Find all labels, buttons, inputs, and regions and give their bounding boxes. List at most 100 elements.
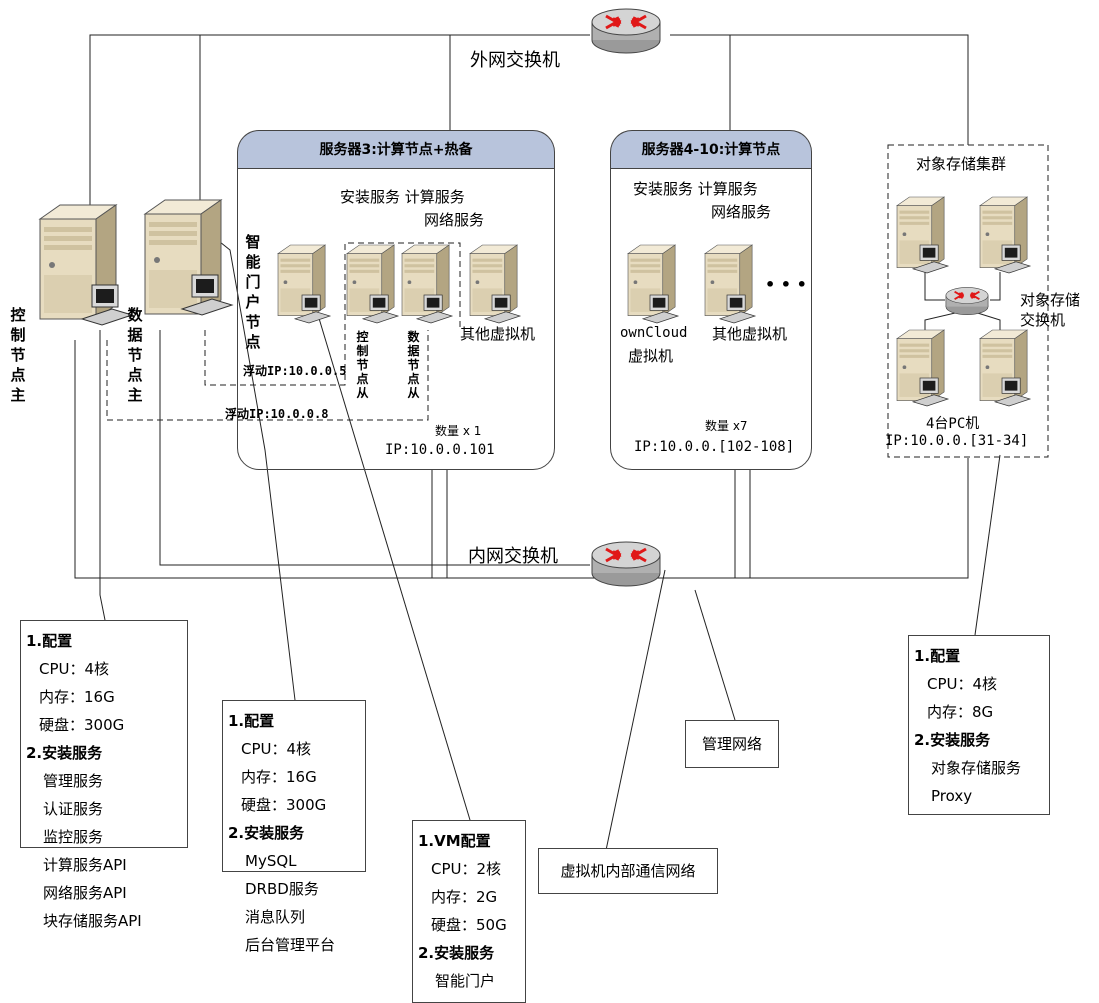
- portal-node-text: 智能门户节点: [245, 232, 261, 352]
- config-row: 1.配置: [914, 647, 961, 665]
- vertical-char: 主: [10, 386, 26, 404]
- config-row: 管理服务: [43, 772, 104, 790]
- control-slave-label: 控制节点从: [356, 330, 370, 400]
- config-row: 认证服务: [43, 800, 104, 818]
- config-row: 智能门户: [435, 972, 496, 990]
- object-storage-pc-count: 4台PC机: [926, 416, 980, 432]
- storage-config-box: 1.配置 CPU：4核内存：8G 2.安装服务对象存储服务 Proxy: [908, 635, 1050, 815]
- config-row: CPU：4核: [927, 675, 998, 693]
- data-master-text: 数据节点主: [127, 305, 143, 405]
- floating-ip-8: 浮动IP:10.0.0.8: [225, 407, 329, 421]
- vertical-char: 主: [127, 386, 143, 404]
- server3-services-line1: 安装服务 计算服务: [340, 188, 465, 206]
- more-servers-ellipsis: • • •: [765, 275, 807, 294]
- server3-count: 数量 x 1: [435, 424, 482, 438]
- server4-10-box: [610, 168, 812, 470]
- config-row: 块存储服务API: [43, 912, 142, 930]
- config-row: MySQL: [245, 852, 297, 870]
- control-master-server: [39, 204, 133, 326]
- server3-title: 服务器3:计算节点+热备: [319, 142, 473, 158]
- vertical-char: 数: [127, 306, 143, 324]
- vertical-char: 节: [127, 346, 143, 364]
- config-row: 网络服务API: [43, 884, 127, 902]
- config-row: 硬盘：300G: [241, 796, 327, 814]
- object-storage-switch-text: 对象存储交换机: [1020, 291, 1081, 329]
- server4-10-services-line1: 安装服务 计算服务: [633, 180, 758, 198]
- vertical-char: 节: [245, 313, 261, 331]
- vertical-char: 制: [356, 344, 369, 358]
- control-master-text: 控制节点主: [10, 305, 26, 405]
- vertical-char: 节: [10, 346, 26, 364]
- vm-network-text: 虚拟机内部通信网络: [560, 862, 696, 880]
- object-storage-title: 对象存储集群: [916, 155, 1007, 173]
- vm-network-note: 虚拟机内部通信网络: [538, 848, 718, 894]
- vertical-char: 门: [245, 273, 261, 291]
- config-row: 1.VM配置: [418, 832, 491, 850]
- config-row: 2.安装服务: [228, 824, 305, 842]
- config-row: 消息队列: [245, 908, 306, 926]
- control-slave-text: 控制节点从: [356, 330, 369, 400]
- vertical-char: 制: [10, 326, 26, 344]
- vertical-char: 智: [245, 233, 261, 251]
- vertical-char: 点: [127, 366, 143, 384]
- config-row: 内存：16G: [241, 768, 317, 786]
- config-row: 内存：16G: [39, 688, 115, 706]
- data-slave-label: 数据节点从: [407, 330, 421, 400]
- vertical-char: 从: [356, 386, 369, 400]
- server3-box: [237, 168, 555, 470]
- external-switch-icon: [590, 7, 662, 55]
- internal-switch-label: 内网交换机: [468, 546, 558, 567]
- vertical-char: 控: [356, 330, 369, 344]
- server4-10-other-vm: 其他虚拟机: [712, 325, 788, 343]
- server4-10-title: 服务器4-10:计算节点: [641, 142, 781, 158]
- internal-network-lines: [74, 330, 969, 579]
- storage-server-1: [896, 196, 949, 274]
- internal-switch-icon: [590, 540, 662, 588]
- server4-10-ip: IP:10.0.0.[102-108]: [634, 439, 795, 455]
- storage-server-3: [896, 329, 949, 407]
- config-row: 硬盘：300G: [39, 716, 125, 734]
- data-master-label: 数据节点主: [127, 305, 145, 405]
- external-switch-label: 外网交换机: [470, 50, 560, 71]
- data-master-server: [144, 199, 233, 316]
- vertical-char: 点: [407, 372, 420, 386]
- vertical-char: 据: [127, 326, 143, 344]
- config-row: 2.安装服务: [418, 944, 495, 962]
- config-row: 1.配置: [228, 712, 275, 730]
- portal-node-label: 智能门户节点: [245, 232, 263, 352]
- owncloud-label-line2: 虚拟机: [628, 347, 674, 365]
- vertical-char: 户: [245, 293, 261, 311]
- control-master-label: 控制节点主: [10, 305, 28, 405]
- server3-header: 服务器3:计算节点+热备: [237, 130, 555, 169]
- server4-10-header: 服务器4-10:计算节点: [610, 130, 812, 169]
- owncloud-label-line1: ownCloud: [620, 325, 688, 341]
- server3-other-vm: 其他虚拟机: [460, 325, 536, 343]
- mgmt-network-note: 管理网络: [685, 720, 779, 768]
- config-row: CPU：2核: [431, 860, 502, 878]
- floating-ip-5: 浮动IP:10.0.0.5: [243, 364, 347, 378]
- object-storage-ip: IP:10.0.0.[31-34]: [885, 433, 1029, 449]
- config-row: Proxy: [931, 787, 973, 805]
- data-node-config-box: 1.配置 CPU：4核内存：16G 硬盘：300G 2.安装服务 MySQL DRBD服务…: [222, 700, 366, 954]
- external-network-lines: [89, 34, 969, 215]
- config-row: 内存：8G: [927, 703, 994, 721]
- storage-server-4: [979, 329, 1031, 407]
- storage-server-2: [979, 196, 1031, 274]
- vertical-char: 能: [245, 253, 261, 271]
- vertical-char: 从: [407, 386, 420, 400]
- config-row: 2.安装服务: [914, 731, 991, 749]
- config-row: CPU：4核: [39, 660, 110, 678]
- object-storage-switch-label: 对象存储交换机: [1020, 290, 1090, 330]
- config-row: 2.安装服务: [26, 744, 103, 762]
- mgmt-network-text: 管理网络: [701, 735, 762, 753]
- data-slave-text: 数据节点从: [407, 330, 420, 400]
- config-row: CPU：4核: [241, 740, 312, 758]
- server4-10-services-line2: 网络服务: [711, 203, 772, 221]
- config-row: DRBD服务: [245, 880, 319, 898]
- config-row: 监控服务: [43, 828, 104, 846]
- config-row: 计算服务API: [43, 856, 127, 874]
- config-row: 对象存储服务: [931, 759, 1022, 777]
- vertical-char: 数: [407, 330, 420, 344]
